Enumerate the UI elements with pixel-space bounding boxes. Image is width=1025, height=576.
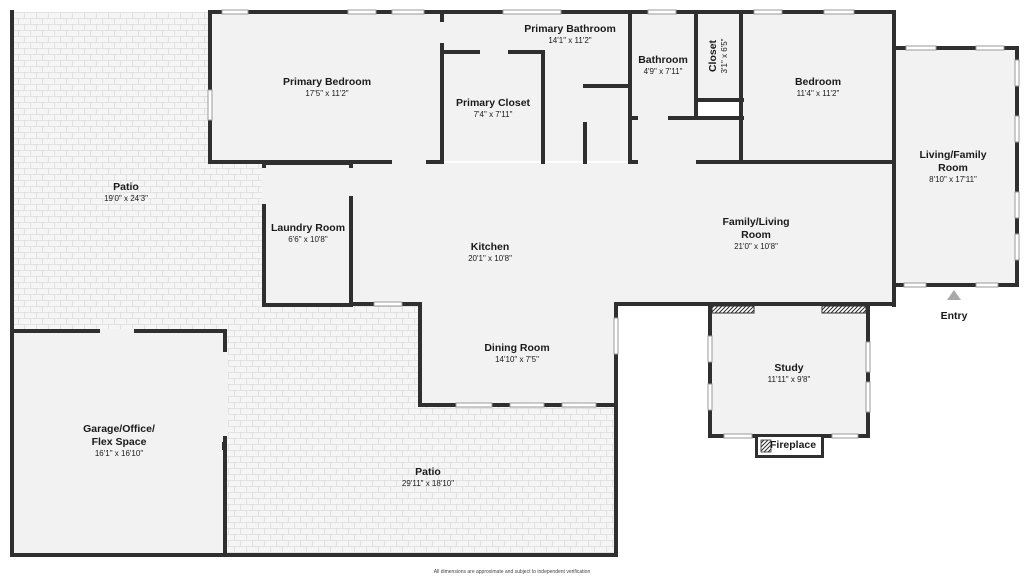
entry-label: Entry — [941, 310, 968, 322]
primary-closet-name: Primary Closet — [456, 97, 531, 109]
garage-floor — [13, 331, 225, 553]
patio-bottom-area — [225, 305, 615, 555]
family-living-dim: 21'0" x 10'8" — [734, 242, 778, 251]
fireplace-hearth-left — [711, 305, 755, 314]
patio-bottom-name: Patio — [415, 466, 441, 478]
fireplace-hearth-right — [821, 305, 867, 314]
primary-bedroom-floor — [211, 13, 443, 161]
kitchen-dim: 20'1" x 10'8" — [468, 254, 512, 263]
bedroom-floor — [741, 13, 894, 161]
bathroom-name: Bathroom — [638, 54, 688, 66]
primary-closet-dim: 7'4" x 7'11" — [474, 110, 513, 119]
patio-top-name: Patio — [113, 181, 139, 193]
patio-bottom-dim: 29'11" x 18'10" — [402, 479, 454, 488]
bedroom-dim: 11'4" x 11'2" — [797, 89, 840, 98]
fireplace-box — [758, 437, 821, 455]
primary-bedroom-name: Primary Bedroom — [283, 76, 371, 88]
family-living-name-2: Room — [741, 229, 771, 241]
living-family-floor — [894, 48, 1017, 284]
living-family-name-2: Room — [938, 162, 968, 174]
garage-door-stub — [222, 442, 227, 450]
garage-name-2: Flex Space — [92, 436, 147, 448]
dining-room-dim: 14'10" x 7'5" — [495, 355, 539, 364]
hall-floor — [630, 118, 742, 163]
closet-dim: 3'1" x 6'5" — [720, 38, 729, 73]
study-floor — [710, 305, 868, 435]
disclaimer: All dimensions are approximate and subje… — [434, 569, 591, 575]
fireplace-label-text: Fireplace — [770, 439, 816, 451]
primary-bedroom-dim: 17'5" x 11'2" — [305, 89, 348, 98]
primary-bathroom-dim: 14'1" x 11'2" — [548, 36, 591, 45]
living-family-name-1: Living/Family — [919, 149, 986, 161]
main-floor — [351, 163, 894, 405]
laundry-floor — [264, 163, 351, 304]
primary-bathroom-name: Primary Bathroom — [524, 23, 616, 35]
family-living-name-1: Family/Living — [722, 216, 789, 228]
fireplace-hatch — [760, 439, 772, 453]
garage-name-1: Garage/Office/ — [83, 423, 155, 435]
study-dim: 11'11" x 9'8" — [768, 375, 811, 384]
laundry-name: Laundry Room — [271, 222, 345, 234]
bathroom-dim: 4'9" x 7'11" — [644, 67, 683, 76]
laundry-dim: 6'6" x 10'8" — [288, 235, 328, 244]
bedroom-name: Bedroom — [795, 76, 841, 88]
closet-floor — [697, 13, 740, 99]
garage-dim: 16'1" x 16'10" — [95, 449, 143, 458]
dining-room-name: Dining Room — [484, 342, 549, 354]
windows — [207, 9, 1020, 439]
entry-arrow-icon — [947, 290, 961, 300]
bathroom-floor — [630, 13, 696, 118]
kitchen-name: Kitchen — [471, 241, 510, 253]
patio-top-area — [12, 12, 220, 330]
patio-top-dim: 19'0" x 24'3" — [104, 194, 148, 203]
closet-name: Closet — [707, 39, 719, 72]
living-family-dim: 8'10" x 17'11" — [929, 175, 977, 184]
study-name: Study — [774, 362, 803, 374]
garage-door-gap — [223, 352, 227, 436]
